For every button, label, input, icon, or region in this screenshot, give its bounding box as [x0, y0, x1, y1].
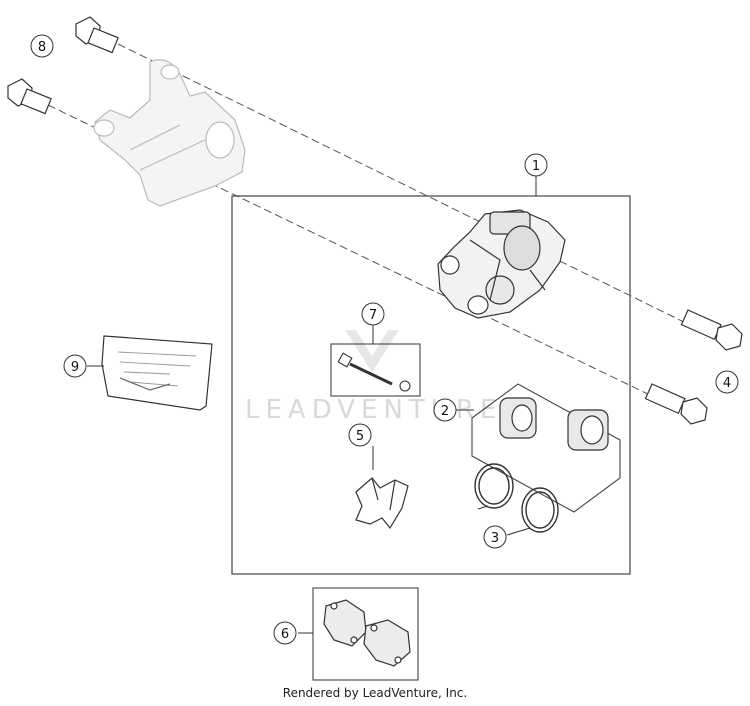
brake-caliper [437, 209, 566, 319]
callout-8-label: 8 [38, 40, 46, 55]
bolt-upper-left [75, 16, 119, 54]
callout-5-label: 5 [356, 429, 364, 444]
piston-kit-frame [471, 383, 621, 513]
callout-4: 4 [715, 370, 739, 394]
bolt-upper-right [680, 309, 743, 351]
callout-3: 3 [483, 525, 507, 549]
bolt-lower-left [7, 78, 52, 115]
callout-9: 9 [63, 354, 87, 378]
callout-7: 7 [361, 302, 385, 326]
callout-1: 1 [524, 153, 548, 177]
callout-6: 6 [273, 621, 297, 645]
spring-clip [355, 477, 409, 530]
callout-9-label: 9 [71, 360, 79, 375]
pin-kit-frame [330, 343, 421, 397]
seal-rings [474, 463, 559, 533]
brake-pad-left [323, 599, 367, 647]
callout-2-label: 2 [441, 404, 449, 419]
instruction-sheet [101, 335, 213, 411]
callout-4-label: 4 [723, 376, 731, 391]
footer-credit: Rendered by LeadVenture, Inc. [282, 686, 468, 700]
piston-small [567, 409, 609, 451]
piston-large [499, 397, 537, 439]
callout-6-label: 6 [281, 627, 289, 642]
guide-pin [337, 352, 411, 392]
brake-pad-right [363, 619, 411, 667]
callout-1-label: 1 [532, 159, 540, 174]
brake-pads-frame [312, 587, 419, 681]
bolt-lower-right [644, 383, 708, 425]
callout-3-label: 3 [491, 531, 499, 546]
leader-lines [87, 176, 537, 634]
callout-8: 8 [30, 34, 54, 58]
caliper-group-frame [231, 195, 631, 575]
callout-2: 2 [433, 398, 457, 422]
callout-5: 5 [348, 423, 372, 447]
caliper-bracket [93, 59, 246, 207]
callout-7-label: 7 [369, 308, 377, 323]
